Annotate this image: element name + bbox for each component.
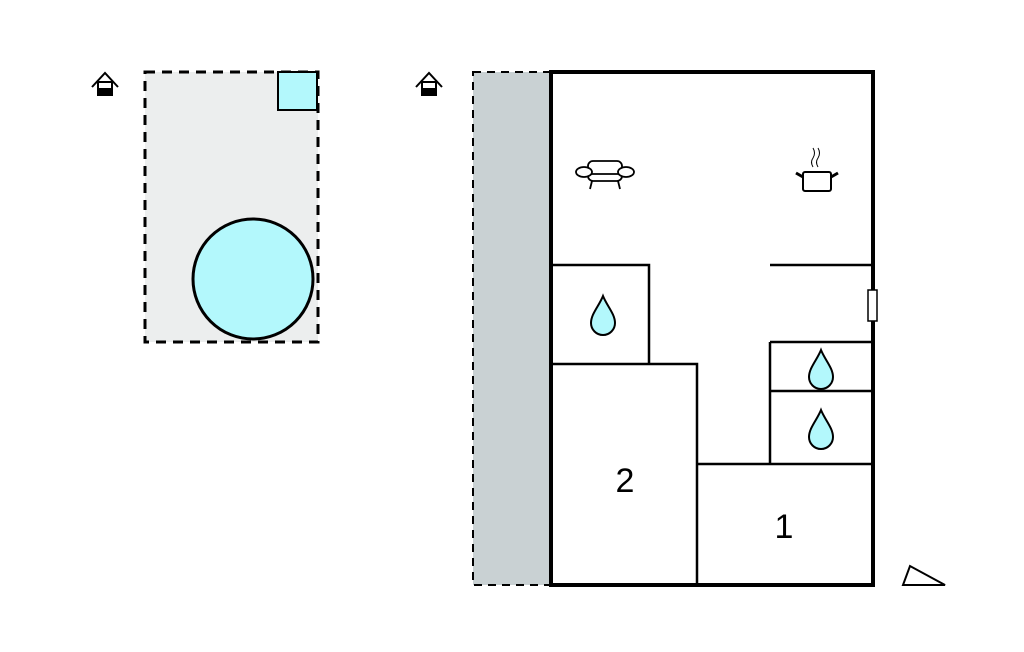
house-icon	[91, 71, 119, 96]
north-arrow-icon	[901, 564, 946, 586]
building-outline	[549, 70, 875, 587]
room-label-2: 2	[616, 462, 635, 500]
water-drop-icon	[589, 293, 617, 336]
sofa-icon	[575, 160, 635, 190]
water-drop-icon	[807, 347, 835, 390]
pool-circle	[191, 217, 315, 341]
hot-tub-square	[277, 71, 318, 111]
cooking-pot-icon	[795, 147, 839, 192]
water-drop-icon	[807, 407, 835, 450]
terrace	[472, 71, 551, 586]
window	[867, 289, 878, 322]
house-icon	[415, 71, 443, 96]
outdoor-plot	[143, 70, 320, 344]
room-label-1: 1	[775, 508, 794, 546]
interior-walls	[553, 263, 871, 583]
